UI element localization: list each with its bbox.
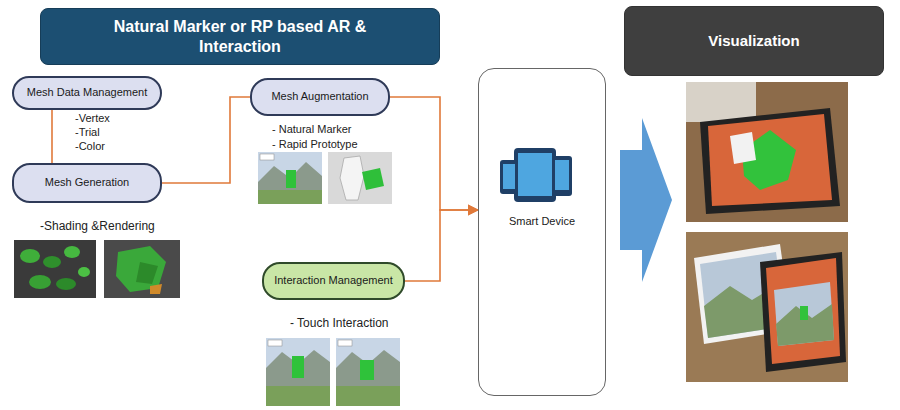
touch-interaction-photo-left-part xyxy=(268,340,282,346)
touch-interaction-photo-left-part xyxy=(266,338,330,406)
rapid-prototype-photo xyxy=(328,152,392,204)
smart-device-icon-part xyxy=(552,156,572,196)
flow-connector xyxy=(390,97,478,210)
smart-device-icon xyxy=(500,148,572,202)
visualization-photo-bottom-part xyxy=(776,304,834,346)
process-pill: Mesh Data Management xyxy=(12,76,162,110)
smart-device-icon-part xyxy=(518,153,552,196)
natural-marker-photo-part xyxy=(258,162,322,204)
touch-interaction-photo-right-part xyxy=(336,350,400,406)
rapid-prototype-photo-part xyxy=(328,152,392,204)
natural-marker-photo-part xyxy=(260,154,274,160)
process-pill: Interaction Management xyxy=(262,262,405,300)
node-text: Mesh Data Management xyxy=(27,86,147,99)
visualization-photo-top xyxy=(686,82,848,222)
bullet-label: -Trial xyxy=(75,126,100,139)
mesh-render-left-part xyxy=(78,267,90,277)
touch-interaction-photo-right-part xyxy=(360,360,374,380)
visualization-photo-bottom-part xyxy=(760,252,846,372)
touch-interaction-photo-left-part xyxy=(266,386,330,406)
mesh-render-right xyxy=(104,240,180,298)
touch-interaction-photo-right-part xyxy=(338,340,352,346)
header-banner: Natural Marker or RP based AR & Interact… xyxy=(40,8,440,65)
rapid-prototype-photo-part xyxy=(362,168,384,190)
visualization-photo-top-part xyxy=(686,82,848,222)
bullet-label: - Touch Interaction xyxy=(290,316,389,330)
bullet-label: -Vertex xyxy=(75,112,110,125)
visualization-photo-bottom xyxy=(686,232,848,382)
node-text: Natural Marker or RP based AR & Interact… xyxy=(90,17,390,55)
mesh-render-left-part xyxy=(56,278,76,290)
header-banner: Visualization xyxy=(624,6,884,76)
visualization-photo-top-part xyxy=(730,132,756,164)
smart-device-icon-part xyxy=(555,160,569,190)
rapid-prototype-photo-part xyxy=(340,156,364,200)
flow-connector xyxy=(405,210,478,281)
process-pill: Mesh Augmentation xyxy=(250,78,390,116)
natural-marker-photo-part xyxy=(258,190,322,204)
mesh-render-right-part xyxy=(136,262,158,284)
mesh-render-right-part xyxy=(150,284,162,294)
smart-device-icon-part xyxy=(500,160,518,194)
mesh-render-right-part xyxy=(104,240,180,298)
flow-connector xyxy=(51,110,53,163)
node-text: Visualization xyxy=(708,32,799,50)
natural-marker-photo xyxy=(258,152,322,204)
natural-marker-photo-part xyxy=(258,152,322,204)
visualization-photo-top-part xyxy=(708,114,832,206)
bullet-label: - Natural Marker xyxy=(272,123,351,136)
touch-interaction-photo-right xyxy=(336,338,400,406)
touch-interaction-photo-left-part xyxy=(292,356,304,378)
flow-connector xyxy=(162,97,250,183)
mesh-render-left-part xyxy=(64,246,80,258)
touch-interaction-photo-left-part xyxy=(266,350,330,406)
mesh-render-left-part xyxy=(14,240,96,298)
mesh-render-left-part xyxy=(29,275,51,289)
node-text: Smart Device xyxy=(509,215,575,228)
touch-interaction-photo-left xyxy=(266,338,330,406)
visualization-photo-top-part xyxy=(686,82,756,122)
flow-arrow xyxy=(620,118,672,282)
touch-interaction-photo-right-part xyxy=(336,338,400,406)
visualization-photo-top-part xyxy=(700,108,840,214)
visualization-photo-bottom-part xyxy=(800,306,808,320)
natural-marker-photo-part xyxy=(286,170,296,188)
smart-device-icon-part xyxy=(503,164,515,189)
mesh-render-left xyxy=(14,240,96,298)
mesh-render-left-part xyxy=(20,249,40,263)
mesh-render-left-part xyxy=(43,256,61,268)
bullet-label: -Shading &Rendering xyxy=(40,219,155,233)
bullet-label: -Color xyxy=(75,140,105,153)
touch-interaction-photo-right-part xyxy=(336,386,400,406)
smart-device-icon-part xyxy=(514,148,556,202)
node-text: Mesh Augmentation xyxy=(271,90,368,103)
process-pill: Mesh Generation xyxy=(12,163,162,203)
flow-arrow-part xyxy=(620,118,672,282)
bullet-label: - Rapid Prototype xyxy=(272,138,358,151)
visualization-photo-bottom-part xyxy=(686,232,848,382)
visualization-photo-bottom-part xyxy=(774,282,834,346)
visualization-photo-bottom-part xyxy=(766,258,840,364)
device-box: Smart Device xyxy=(478,68,606,396)
node-text: Interaction Management xyxy=(274,274,393,287)
node-text: Mesh Generation xyxy=(45,176,129,189)
